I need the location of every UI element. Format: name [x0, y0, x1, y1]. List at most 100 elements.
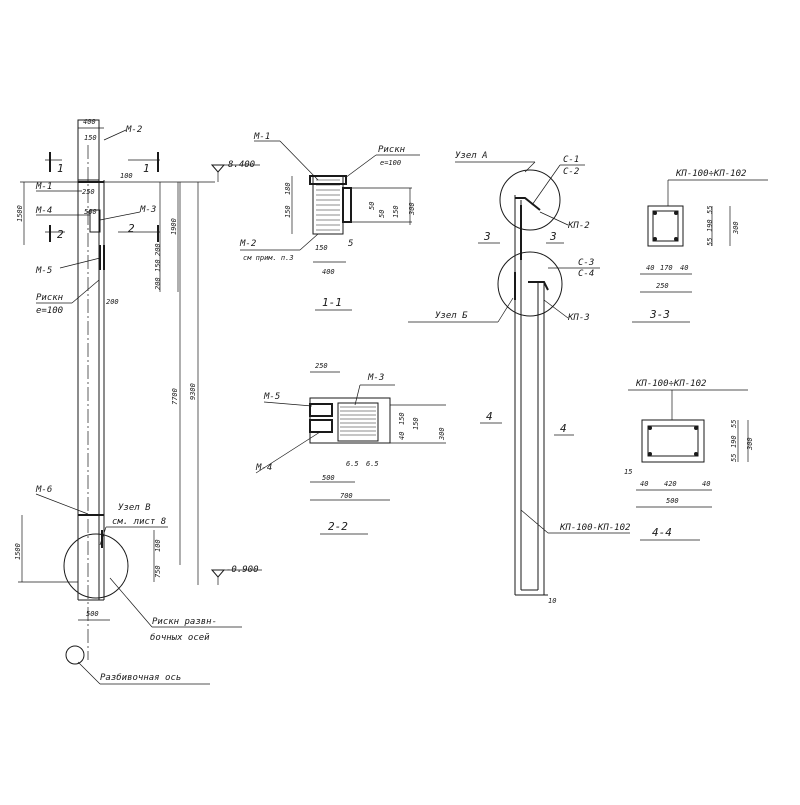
column-elevation: 400 150 1 1 100 2 2 М-2 М-1 250 М-4 500 … [14, 118, 262, 685]
s11-label-m1: М-1 [253, 132, 270, 142]
frame-dim-10: 10 [548, 597, 556, 605]
frame-sec4-right: 4 [560, 422, 567, 435]
s22-dim-150b: 150 [412, 417, 420, 430]
s44-dim-300: 300 [746, 437, 754, 451]
s33-dim-300: 300 [732, 221, 740, 235]
dim-100b: 100 [154, 539, 162, 552]
label-kp-range: КП-100-КП-102 [559, 523, 630, 533]
node-v-circle [63, 533, 129, 599]
level-bottom-mark [210, 569, 226, 578]
dim-200a: 200 [154, 243, 162, 256]
dim-1500-label: 1500 [16, 205, 24, 222]
s11-label-ref: см прим. п.3 [243, 254, 294, 262]
dim-200b: 200 [154, 277, 162, 290]
s22-dim-700: 700 [340, 492, 353, 500]
s11-dim-180: 180 [284, 182, 292, 195]
dim-9300-label: 9300 [189, 383, 197, 400]
s33-label: КП-100÷КП-102 [675, 169, 746, 179]
section-3-3: КП-100÷КП-102 55 190 55 300 40 170 40 25… [632, 169, 768, 323]
s44-dim-40b: 40 [702, 480, 710, 488]
dim-7700-label: 7700 [171, 388, 179, 405]
label-risk-axes-1: Рискн развн- [152, 617, 217, 627]
section-2-2-hatch [340, 406, 376, 436]
s44-dim-500: 500 [666, 497, 679, 505]
frame-mid-hook [528, 281, 549, 291]
label-risk-e: е=100 [36, 306, 63, 316]
s33-dim-55a: 55 [706, 206, 714, 214]
label-kp3: КП-3 [567, 313, 590, 323]
s44-dim-40a: 40 [640, 480, 648, 488]
dim-top-150-label: 150 [84, 134, 97, 142]
label-m1: М-1 [35, 182, 52, 192]
level-top-label: 8.400 [228, 160, 255, 170]
s11-dim-150b: 150 [392, 205, 400, 218]
s33-dim-190: 190 [706, 219, 714, 232]
s33-dim-55b: 55 [706, 238, 714, 246]
s22-label-m3: М-3 [367, 373, 384, 383]
s22-dim-40: 40 [398, 432, 406, 440]
dim-200-bottom: 200 [106, 298, 119, 306]
s44-dim-190: 190 [730, 435, 738, 448]
dim-250: 250 [82, 188, 95, 196]
s44-dim-55b: 55 [730, 454, 738, 462]
s22-dim-65b: 6.5 [366, 460, 379, 468]
s33-frame-inner [652, 210, 679, 242]
label-m6: М-6 [35, 485, 52, 495]
label-m3: М-3 [139, 205, 156, 215]
s11-dim-50a: 50 [368, 202, 376, 210]
s11-title: 1-1 [322, 296, 342, 309]
s11-dim-400: 400 [322, 268, 335, 276]
plate-m2-section [342, 187, 352, 223]
s11-label-risk: Рискн [378, 145, 406, 155]
s11-dim-50b: 50 [378, 210, 386, 218]
s11-dim-150a: 150 [284, 205, 292, 218]
s44-dim-15: 15 [624, 468, 632, 476]
s44-label: КП-100÷КП-102 [635, 379, 706, 389]
s11-label-risk-e: е=100 [380, 159, 401, 167]
section-1-1: М-1 Рискн е=100 М-2 см прим. п.3 180 150… [239, 132, 420, 311]
section-1-1-hatch [316, 179, 340, 231]
frame-elevation: Узел А С-1 С-2 КП-2 С-3 С-4 КП-3 Узел Б … [408, 151, 630, 605]
label-node-a: Узел А [455, 151, 488, 161]
label-node-v: Узел В [118, 503, 151, 513]
s11-dim-150c: 150 [315, 244, 328, 252]
s44-frame-outer [641, 419, 705, 463]
s22-dim-250: 250 [315, 362, 328, 370]
s22-dim-300: 300 [438, 427, 446, 441]
label-c3: С-3 [578, 258, 594, 268]
section-2-2-plate [337, 402, 379, 442]
s44-dim-420: 420 [664, 480, 677, 488]
level-bottom-label: -0.900 [226, 565, 259, 575]
dim-750: 750 [154, 565, 162, 578]
dim-150a: 150 [154, 259, 162, 272]
frame-sec3-left: 3 [483, 230, 491, 243]
s33-frame-outer [647, 205, 684, 247]
s22-label-m5: М-5 [263, 392, 280, 402]
label-axis-note: Разбивочная ось [100, 672, 181, 683]
embedded-plate-m3 [89, 209, 101, 233]
label-kp2: КП-2 [567, 221, 590, 231]
plate-m4-section [309, 419, 333, 433]
label-m4: М-4 [35, 206, 52, 216]
s33-dim-170: 170 [660, 264, 673, 272]
label-risk-axes-2: бочных осей [150, 632, 210, 643]
s22-dim-150: 150 [398, 412, 406, 425]
section-2-right-label: 2 [128, 222, 135, 235]
label-m5: М-5 [35, 266, 52, 276]
section-4-4: КП-100÷КП-102 55 190 55 300 15 40 420 40… [624, 379, 754, 541]
s11-dim-5: 5 [348, 239, 353, 249]
s44-dim-55a: 55 [730, 420, 738, 428]
s33-dim-40b: 40 [680, 264, 688, 272]
node-b-circle [497, 251, 563, 317]
s33-dim-250: 250 [656, 282, 669, 290]
section-1-left-label: 1 [57, 162, 64, 175]
label-node-v-ref: см. лист 8 [112, 517, 166, 527]
dim-1900: 1900 [170, 218, 178, 235]
s33-title: 3-3 [649, 308, 670, 321]
s11-dim-300: 300 [408, 202, 416, 216]
label-m2: М-2 [125, 125, 142, 135]
section-1-right-label: 1 [143, 162, 150, 175]
s22-dim-65a: 6.5 [346, 460, 359, 468]
